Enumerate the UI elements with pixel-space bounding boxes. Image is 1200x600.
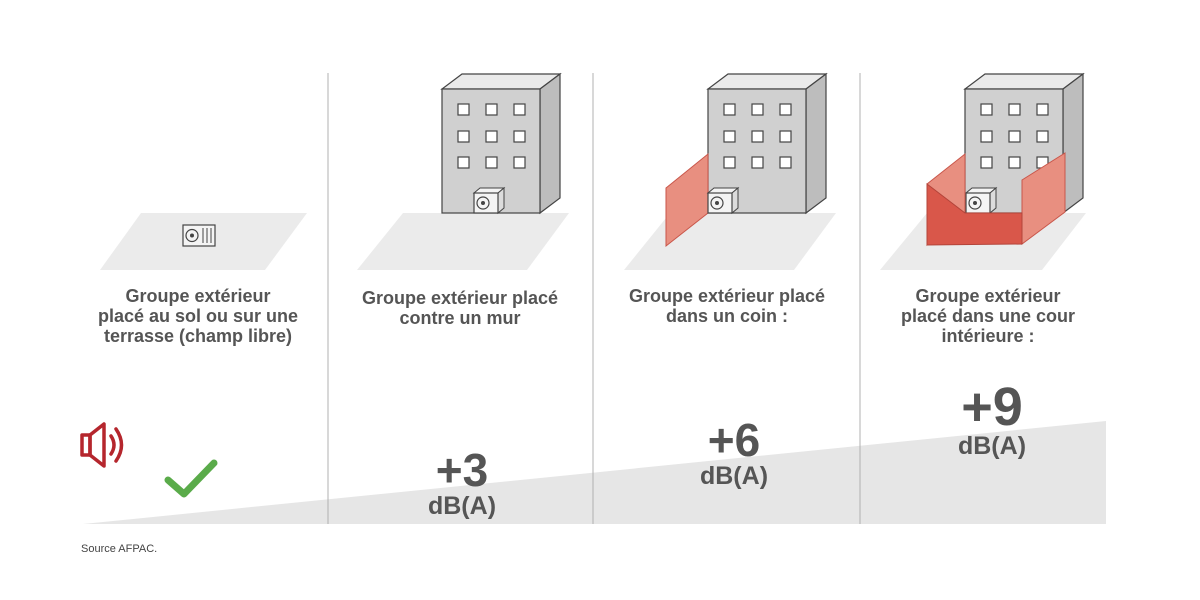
scene-wall: [357, 72, 569, 270]
scene-courtyard: [880, 72, 1086, 270]
source-note: Source AFPAC.: [81, 543, 158, 555]
label-line: placé au sol ou sur une: [97, 306, 299, 326]
increase-unit: dB(A): [957, 432, 1027, 460]
increase-value: +9: [961, 377, 1023, 437]
label-line: intérieure :: [941, 326, 1035, 346]
label-line: Groupe extérieur placé: [361, 288, 559, 308]
ground-plane: [624, 213, 836, 270]
label-line: Groupe extérieur: [915, 286, 1061, 306]
increase-panel-2: +3 dB(A): [412, 444, 512, 520]
increase-panel-3: +6 dB(A): [684, 414, 784, 490]
label-line: Groupe extérieur placé: [628, 286, 826, 306]
outdoor-unit-icon: [472, 186, 506, 215]
outdoor-unit-icon: [964, 186, 998, 215]
increase-unit: dB(A): [427, 492, 497, 520]
panel-1-label: Groupe extérieur placé au sol ou sur une…: [82, 286, 314, 346]
label-line: Groupe extérieur: [125, 286, 271, 306]
panel-3-label: Groupe extérieur placé dans un coin :: [600, 286, 854, 326]
outdoor-unit-icon: [706, 186, 740, 215]
ground-plane: [357, 213, 569, 270]
building-icon: [440, 72, 562, 215]
increase-value: +3: [435, 444, 489, 496]
label-line: dans un coin :: [665, 306, 788, 326]
panel-2-label: Groupe extérieur placé contre un mur: [334, 288, 586, 328]
front-wall: [926, 182, 1023, 246]
noise-ramp: [83, 421, 1106, 524]
scene-open-field: [100, 213, 307, 270]
increase-unit: dB(A): [699, 462, 769, 490]
increase-panel-4: +9 dB(A): [942, 377, 1042, 460]
increase-value: +6: [707, 414, 761, 466]
label-line: terrasse (champ libre): [103, 326, 293, 346]
outdoor-unit-icon: [182, 224, 216, 247]
speaker-icon: [80, 422, 124, 468]
label-line: placé dans une cour: [900, 306, 1076, 326]
label-line: contre un mur: [399, 308, 521, 328]
checkmark-icon: [164, 459, 218, 498]
scene-corner: [624, 72, 836, 270]
panel-4-label: Groupe extérieur placé dans une cour int…: [868, 286, 1108, 346]
